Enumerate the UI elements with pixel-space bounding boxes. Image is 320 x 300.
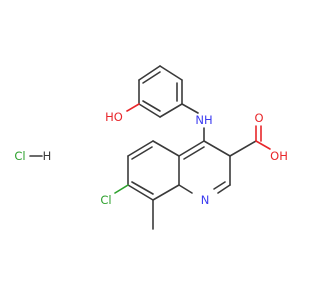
- bond: [131, 146, 153, 160]
- bond: [127, 184, 154, 201]
- molecule-structure: HO NH N Cl O OH Cl H: [14, 65, 288, 230]
- bond-c-n: [181, 103, 199, 114]
- bond: [131, 181, 154, 195]
- bond-c-cl: [114, 184, 129, 194]
- bond-c-oh: [255, 140, 271, 150]
- bond: [178, 184, 193, 194]
- bond: [142, 100, 161, 112]
- atom-n-ring: N: [201, 193, 210, 207]
- bond: [178, 140, 205, 157]
- bond-c3-cooh: [229, 140, 257, 157]
- atom-ho-phenol: HO: [105, 110, 123, 124]
- bond: [138, 65, 161, 81]
- bond: [138, 103, 161, 118]
- pyridine-ring: [178, 140, 231, 194]
- atom-hcl-h: H: [43, 149, 52, 163]
- bond: [127, 140, 154, 157]
- bond: [152, 184, 180, 201]
- structure-canvas: HO NH N Cl O OH Cl H: [14, 65, 288, 230]
- atom-cl-ring: Cl: [100, 193, 111, 207]
- bond: [142, 71, 161, 84]
- atom-hcl-cl: Cl: [14, 149, 25, 163]
- atom-o-carbonyl: O: [254, 111, 263, 125]
- atom-oh-acid: OH: [270, 149, 288, 163]
- bond: [159, 65, 183, 81]
- bond: [159, 103, 183, 118]
- bond: [217, 184, 231, 194]
- bond-c-o-phenol: [126, 103, 140, 112]
- bond: [203, 140, 231, 157]
- bond: [183, 146, 205, 160]
- bond: [213, 181, 226, 190]
- atom-nh: NH: [195, 113, 212, 127]
- phenol-ring: [138, 65, 183, 118]
- bond: [152, 140, 180, 157]
- benzo-ring: [127, 140, 180, 201]
